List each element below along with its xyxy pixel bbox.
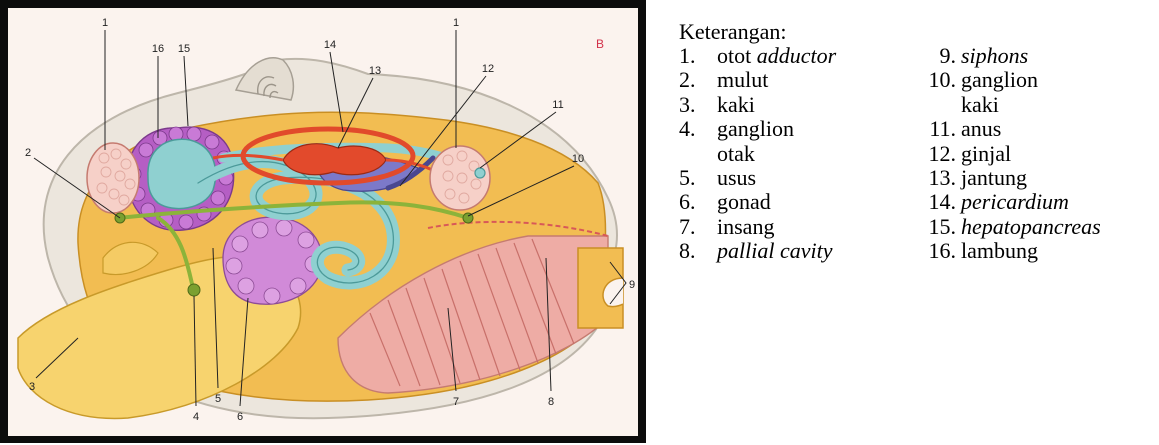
legend-item-text: siphons bbox=[961, 44, 1151, 68]
legend-item: 3. kaki bbox=[679, 93, 909, 117]
panel-letter: B bbox=[596, 37, 604, 51]
callout-13: 13 bbox=[369, 65, 381, 77]
legend-item-text: hepatopancreas bbox=[961, 215, 1151, 239]
callout-9: 9 bbox=[629, 279, 635, 291]
legend-item: 11.anus bbox=[900, 117, 1150, 141]
callout-8: 8 bbox=[548, 396, 554, 408]
legend-item-text: gonad bbox=[717, 190, 907, 214]
clam-anatomy-diagram: 1 16 15 14 13 12 1 11 10 2 9 3 4 5 6 7 8… bbox=[8, 8, 638, 436]
pedal-ganglion bbox=[188, 284, 200, 296]
legend-item-number: 13. bbox=[900, 166, 956, 190]
callout-14: 14 bbox=[324, 39, 336, 51]
legend-item-number: 16. bbox=[900, 239, 956, 263]
legend-item-number: 4. bbox=[679, 117, 696, 141]
legend-item: 9.siphons bbox=[900, 44, 1150, 68]
callout-12: 12 bbox=[482, 63, 494, 75]
legend-item-text: anus bbox=[961, 117, 1151, 141]
callout-5: 5 bbox=[215, 393, 221, 405]
legend-column-right: 9.siphons 10.ganglion kaki 11.anus 12.gi… bbox=[900, 44, 1150, 264]
legend-item-number: 9. bbox=[900, 44, 956, 68]
callout-1: 1 bbox=[102, 17, 108, 29]
legend-item: 14.pericardium bbox=[900, 190, 1150, 214]
callout-4: 4 bbox=[193, 411, 199, 423]
callout-1-posterior: 1 bbox=[453, 17, 459, 29]
legend-item-text: ginjal bbox=[961, 142, 1151, 166]
legend-item-number: 11. bbox=[900, 117, 956, 141]
callout-16: 16 bbox=[152, 43, 164, 55]
legend-title: Keterangan: bbox=[679, 20, 787, 44]
legend-item: 2. mulut bbox=[679, 68, 909, 92]
legend-item: 4. ganglion otak bbox=[679, 117, 909, 166]
callout-10: 10 bbox=[572, 153, 584, 165]
legend-item: 1. otot adductor bbox=[679, 44, 909, 68]
legend-item: 7. insang bbox=[679, 215, 909, 239]
legend-item-number: 12. bbox=[900, 142, 956, 166]
legend-item-number: 14. bbox=[900, 190, 956, 214]
legend-item-number: 15. bbox=[900, 215, 956, 239]
anus bbox=[475, 168, 485, 178]
callout-11: 11 bbox=[552, 99, 563, 111]
legend-item-text: jantung bbox=[961, 166, 1151, 190]
legend-item-text: kaki bbox=[717, 93, 907, 117]
legend-item: 15.hepatopancreas bbox=[900, 215, 1150, 239]
legend-item: 12.ginjal bbox=[900, 142, 1150, 166]
clam-anatomy-illustration: 1 16 15 14 13 12 1 11 10 2 9 3 4 5 6 7 8… bbox=[8, 8, 638, 436]
legend-item: 6. gonad bbox=[679, 190, 909, 214]
legend-item: 5. usus bbox=[679, 166, 909, 190]
legend-item-number: 10. bbox=[900, 68, 956, 92]
legend-item: 13.jantung bbox=[900, 166, 1150, 190]
anterior-adductor bbox=[87, 143, 139, 213]
legend-item: 8. pallial cavity bbox=[679, 239, 909, 263]
legend-item: 10.ganglion kaki bbox=[900, 68, 1150, 117]
callout-6: 6 bbox=[237, 411, 243, 423]
legend-item-number: 3. bbox=[679, 93, 696, 117]
legend-item-text: insang bbox=[717, 215, 907, 239]
legend-item-text: mulut bbox=[717, 68, 907, 92]
legend-item-number: 8. bbox=[679, 239, 696, 263]
callout-7: 7 bbox=[453, 396, 459, 408]
legend-item-number: 6. bbox=[679, 190, 696, 214]
callout-15: 15 bbox=[178, 43, 190, 55]
legend-column-left: 1. otot adductor 2. mulut 3. kaki 4. ganglio… bbox=[679, 44, 909, 264]
legend-item-number: 1. bbox=[679, 44, 696, 68]
legend: Keterangan: 1. otot adductor 2. mulut 3. ka… bbox=[679, 20, 1149, 420]
heart bbox=[283, 144, 386, 175]
legend-item-text: ganglion otak bbox=[717, 117, 827, 166]
legend-item-text: lambung bbox=[961, 239, 1151, 263]
legend-item-number: 5. bbox=[679, 166, 696, 190]
legend-item-text: usus bbox=[717, 166, 907, 190]
legend-item-text: pericardium bbox=[961, 190, 1151, 214]
legend-item-number: 2. bbox=[679, 68, 696, 92]
legend-item-text: pallial cavity bbox=[717, 239, 907, 263]
legend-item-number: 7. bbox=[679, 215, 696, 239]
diagram-frame: 1 16 15 14 13 12 1 11 10 2 9 3 4 5 6 7 8… bbox=[0, 0, 646, 443]
legend-item-text: ganglion kaki bbox=[961, 68, 1071, 117]
legend-item: 16.lambung bbox=[900, 239, 1150, 263]
callout-2: 2 bbox=[25, 147, 31, 159]
legend-item-text: otot adductor bbox=[717, 44, 907, 68]
callout-3: 3 bbox=[29, 381, 35, 393]
